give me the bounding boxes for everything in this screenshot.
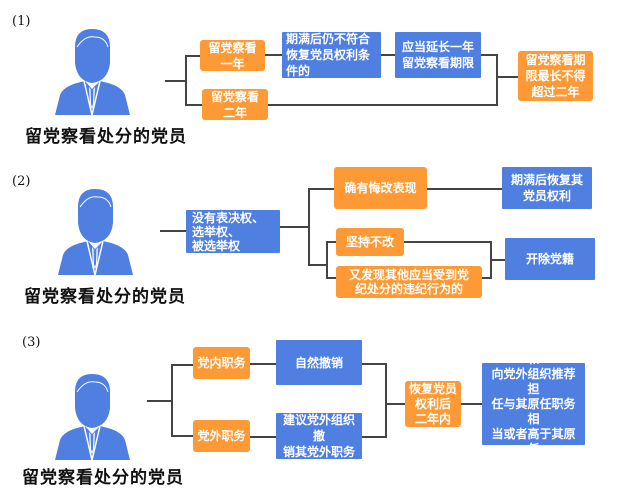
node-no-rights: 没有表决权、 选举权、 被选举权 — [186, 210, 280, 253]
connector-line — [171, 364, 193, 366]
connector-line — [308, 264, 328, 266]
connector-line — [385, 363, 387, 438]
connector-line — [496, 54, 498, 106]
connector-line — [404, 241, 492, 243]
connector-line — [280, 226, 310, 228]
connector-line — [265, 54, 283, 56]
connector-line — [185, 104, 202, 106]
section-1-number: (1) — [12, 14, 31, 29]
node-condition: 期满后仍不符合 恢复党员权利条 件的 — [282, 32, 381, 78]
connector-line — [460, 403, 482, 405]
connector-line — [171, 435, 193, 437]
connector-line — [147, 400, 172, 402]
person-label: 留党察看处分的党员 — [22, 468, 184, 488]
node-expel: 开除党籍 — [505, 238, 595, 280]
person-icon — [55, 29, 130, 115]
connector-line — [308, 188, 310, 266]
node-repent: 确有悔改表现 — [334, 167, 427, 209]
node-restriction: 不得在党内担任和 向党外组织推荐担 任与其原任职务相 当或者高于其原任 职务的职… — [482, 337, 585, 471]
node-outer-post: 党外职务 — [193, 420, 250, 452]
connector-line — [482, 277, 492, 279]
node-two-years-after: 恢复党员 权利后 二年内 — [405, 381, 461, 427]
connector-line — [185, 55, 200, 57]
connector-line — [171, 364, 173, 437]
person-icon — [55, 374, 130, 460]
node-one-year: 留党察看 一年 — [200, 40, 265, 71]
connector-line — [268, 104, 498, 106]
connector-line — [185, 55, 187, 106]
connector-line — [326, 241, 338, 243]
connector-line — [362, 436, 386, 438]
person-label: 留党察看处分的党员 — [24, 287, 186, 307]
connector-line — [250, 436, 276, 438]
node-auto-revoke: 自然撤销 — [276, 340, 362, 385]
connector-line — [326, 241, 328, 279]
node-suggest-revoke: 建议党外组织撤 销其党外职务 — [276, 413, 362, 459]
connector-line — [426, 188, 502, 190]
node-max-two-years: 留党察看期 限最长不得 超过二年 — [518, 51, 593, 101]
connector-line — [490, 259, 505, 261]
section-2-number: (2) — [12, 174, 31, 189]
connector-line — [496, 76, 518, 78]
node-persist: 坚持不改 — [336, 228, 404, 256]
connector-line — [385, 403, 405, 405]
node-other-violation: 又发现其他应当受到党 纪处分的违纪行为的 — [336, 266, 482, 298]
node-extend: 应当延长一年 留党察看期限 — [395, 32, 481, 78]
node-restore-rights: 期满后恢复其 党员权利 — [502, 167, 592, 209]
connector-line — [362, 363, 386, 365]
connector-line — [160, 230, 186, 232]
connector-line — [165, 80, 187, 82]
connector-line — [380, 54, 396, 56]
section-3-number: (3) — [22, 335, 41, 350]
person-icon — [58, 189, 133, 275]
person-label: 留党察看处分的党员 — [25, 127, 187, 147]
node-two-years: 留党察看 二年 — [202, 89, 268, 120]
node-inner-post: 党内职务 — [193, 347, 250, 379]
connector-line — [480, 54, 498, 56]
connector-line — [326, 277, 338, 279]
connector-line — [308, 188, 334, 190]
connector-line — [250, 363, 276, 365]
